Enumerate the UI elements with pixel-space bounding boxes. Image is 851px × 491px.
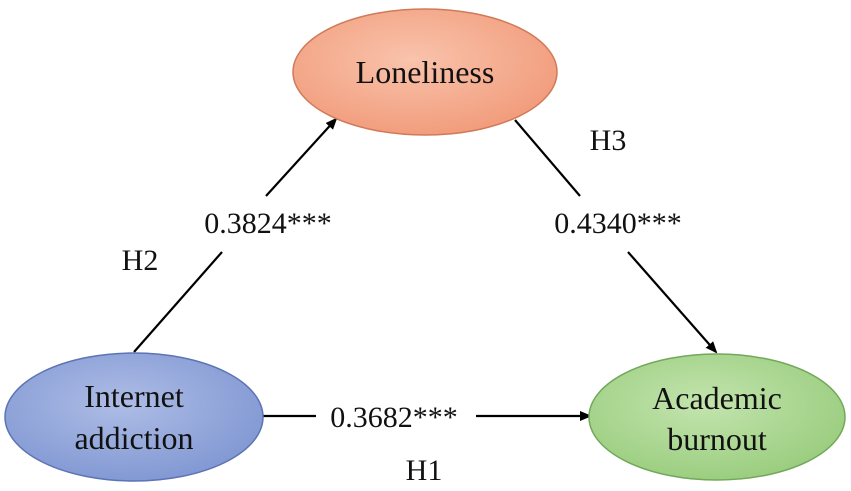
internet-addiction-label-line2: addiction <box>74 420 193 456</box>
arrow-h3-lower <box>627 251 718 354</box>
coefficient-h1: 0.3682*** <box>330 401 458 434</box>
node-academic-burnout: Academic burnout <box>588 353 846 481</box>
arrow-h2-upper <box>265 117 338 197</box>
node-internet-addiction: Internet addiction <box>4 352 264 482</box>
arrow-h3-upper <box>514 119 581 197</box>
internet-addiction-label-line1: Internet <box>84 378 184 414</box>
arrow-h2-lower <box>133 251 223 353</box>
hypothesis-h2: H2 <box>122 244 159 277</box>
academic-burnout-ellipse <box>588 353 846 481</box>
academic-burnout-label-line1: Academic <box>652 380 782 416</box>
loneliness-label: Loneliness <box>356 54 495 90</box>
academic-burnout-label-line2: burnout <box>667 421 767 457</box>
loneliness-ellipse <box>292 8 558 136</box>
hypothesis-h1: H1 <box>406 454 443 487</box>
node-loneliness: Loneliness <box>292 8 558 136</box>
coefficient-h2: 0.3824*** <box>204 207 332 240</box>
internet-addiction-ellipse <box>4 352 264 482</box>
hypothesis-h3: H3 <box>590 124 627 157</box>
coefficient-h3: 0.4340*** <box>554 207 682 240</box>
